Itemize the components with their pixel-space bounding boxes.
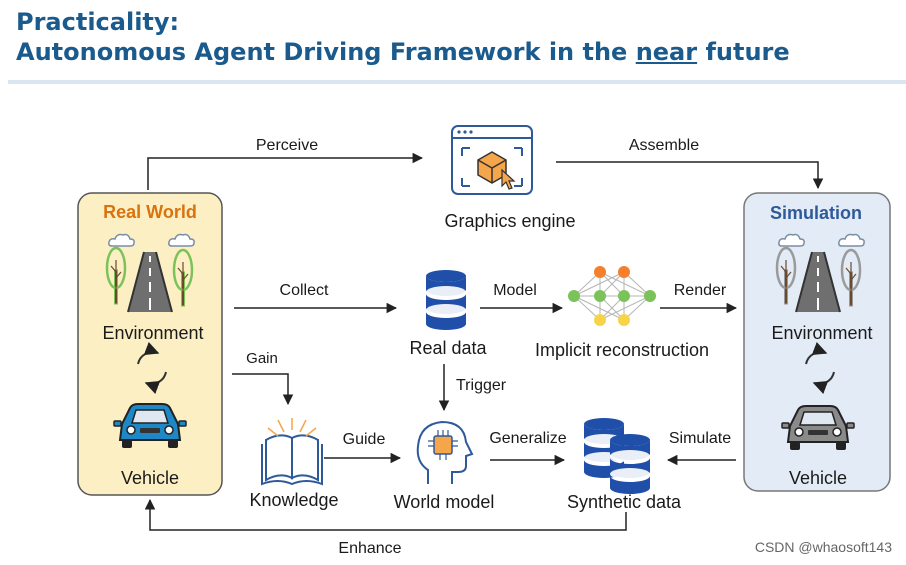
trigger-label: Trigger xyxy=(456,377,507,394)
real-data-label: Real data xyxy=(409,338,487,358)
collect-label: Collect xyxy=(280,282,329,299)
enhance-label: Enhance xyxy=(338,540,401,557)
implicit-reconstruction-label: Implicit reconstruction xyxy=(535,340,709,360)
book-icon xyxy=(261,418,323,486)
world-model-label: World model xyxy=(394,492,495,512)
title-divider xyxy=(8,80,906,84)
simulation-panel xyxy=(743,192,891,492)
page-title-line2: Autonomous Agent Driving Framework in th… xyxy=(16,38,790,66)
real-world-title: Real World xyxy=(103,202,197,222)
render-label: Render xyxy=(674,282,727,299)
assemble-arrow xyxy=(556,161,824,190)
brain-chip-icon xyxy=(416,420,474,484)
gain-label: Gain xyxy=(246,350,278,367)
simulation-vehicle-label: Vehicle xyxy=(789,468,847,488)
gain-arrow xyxy=(232,373,294,406)
simulate-label: Simulate xyxy=(669,430,731,447)
title-underlined-word: near xyxy=(635,38,698,66)
guide-label: Guide xyxy=(343,431,386,448)
real-world-vehicle-label: Vehicle xyxy=(121,468,179,488)
graphics-engine-label: Graphics engine xyxy=(444,211,575,231)
synthetic-data-label: Synthetic data xyxy=(567,492,682,512)
watermark: CSDN @whaosoft143 xyxy=(754,539,892,555)
simulation-environment-label: Environment xyxy=(771,323,872,343)
perceive-label: Perceive xyxy=(256,137,318,154)
database-icon xyxy=(426,270,466,330)
simulation-title: Simulation xyxy=(770,203,862,223)
model-label: Model xyxy=(493,282,537,299)
assemble-label: Assemble xyxy=(629,137,699,154)
real-world-panel xyxy=(77,192,223,496)
title-part2: future xyxy=(697,38,790,66)
page-title-line1: Practicality: xyxy=(16,8,180,36)
title-part1: Autonomous Agent Driving Framework in th… xyxy=(16,38,636,66)
enhance-arrow xyxy=(144,498,627,531)
knowledge-label: Knowledge xyxy=(249,490,338,510)
real-world-environment-label: Environment xyxy=(102,323,203,343)
generalize-label: Generalize xyxy=(489,430,566,447)
graphics-engine-icon xyxy=(451,125,533,195)
database-icon xyxy=(610,434,650,494)
neural-network-icon xyxy=(568,266,656,326)
perceive-arrow xyxy=(147,152,424,190)
